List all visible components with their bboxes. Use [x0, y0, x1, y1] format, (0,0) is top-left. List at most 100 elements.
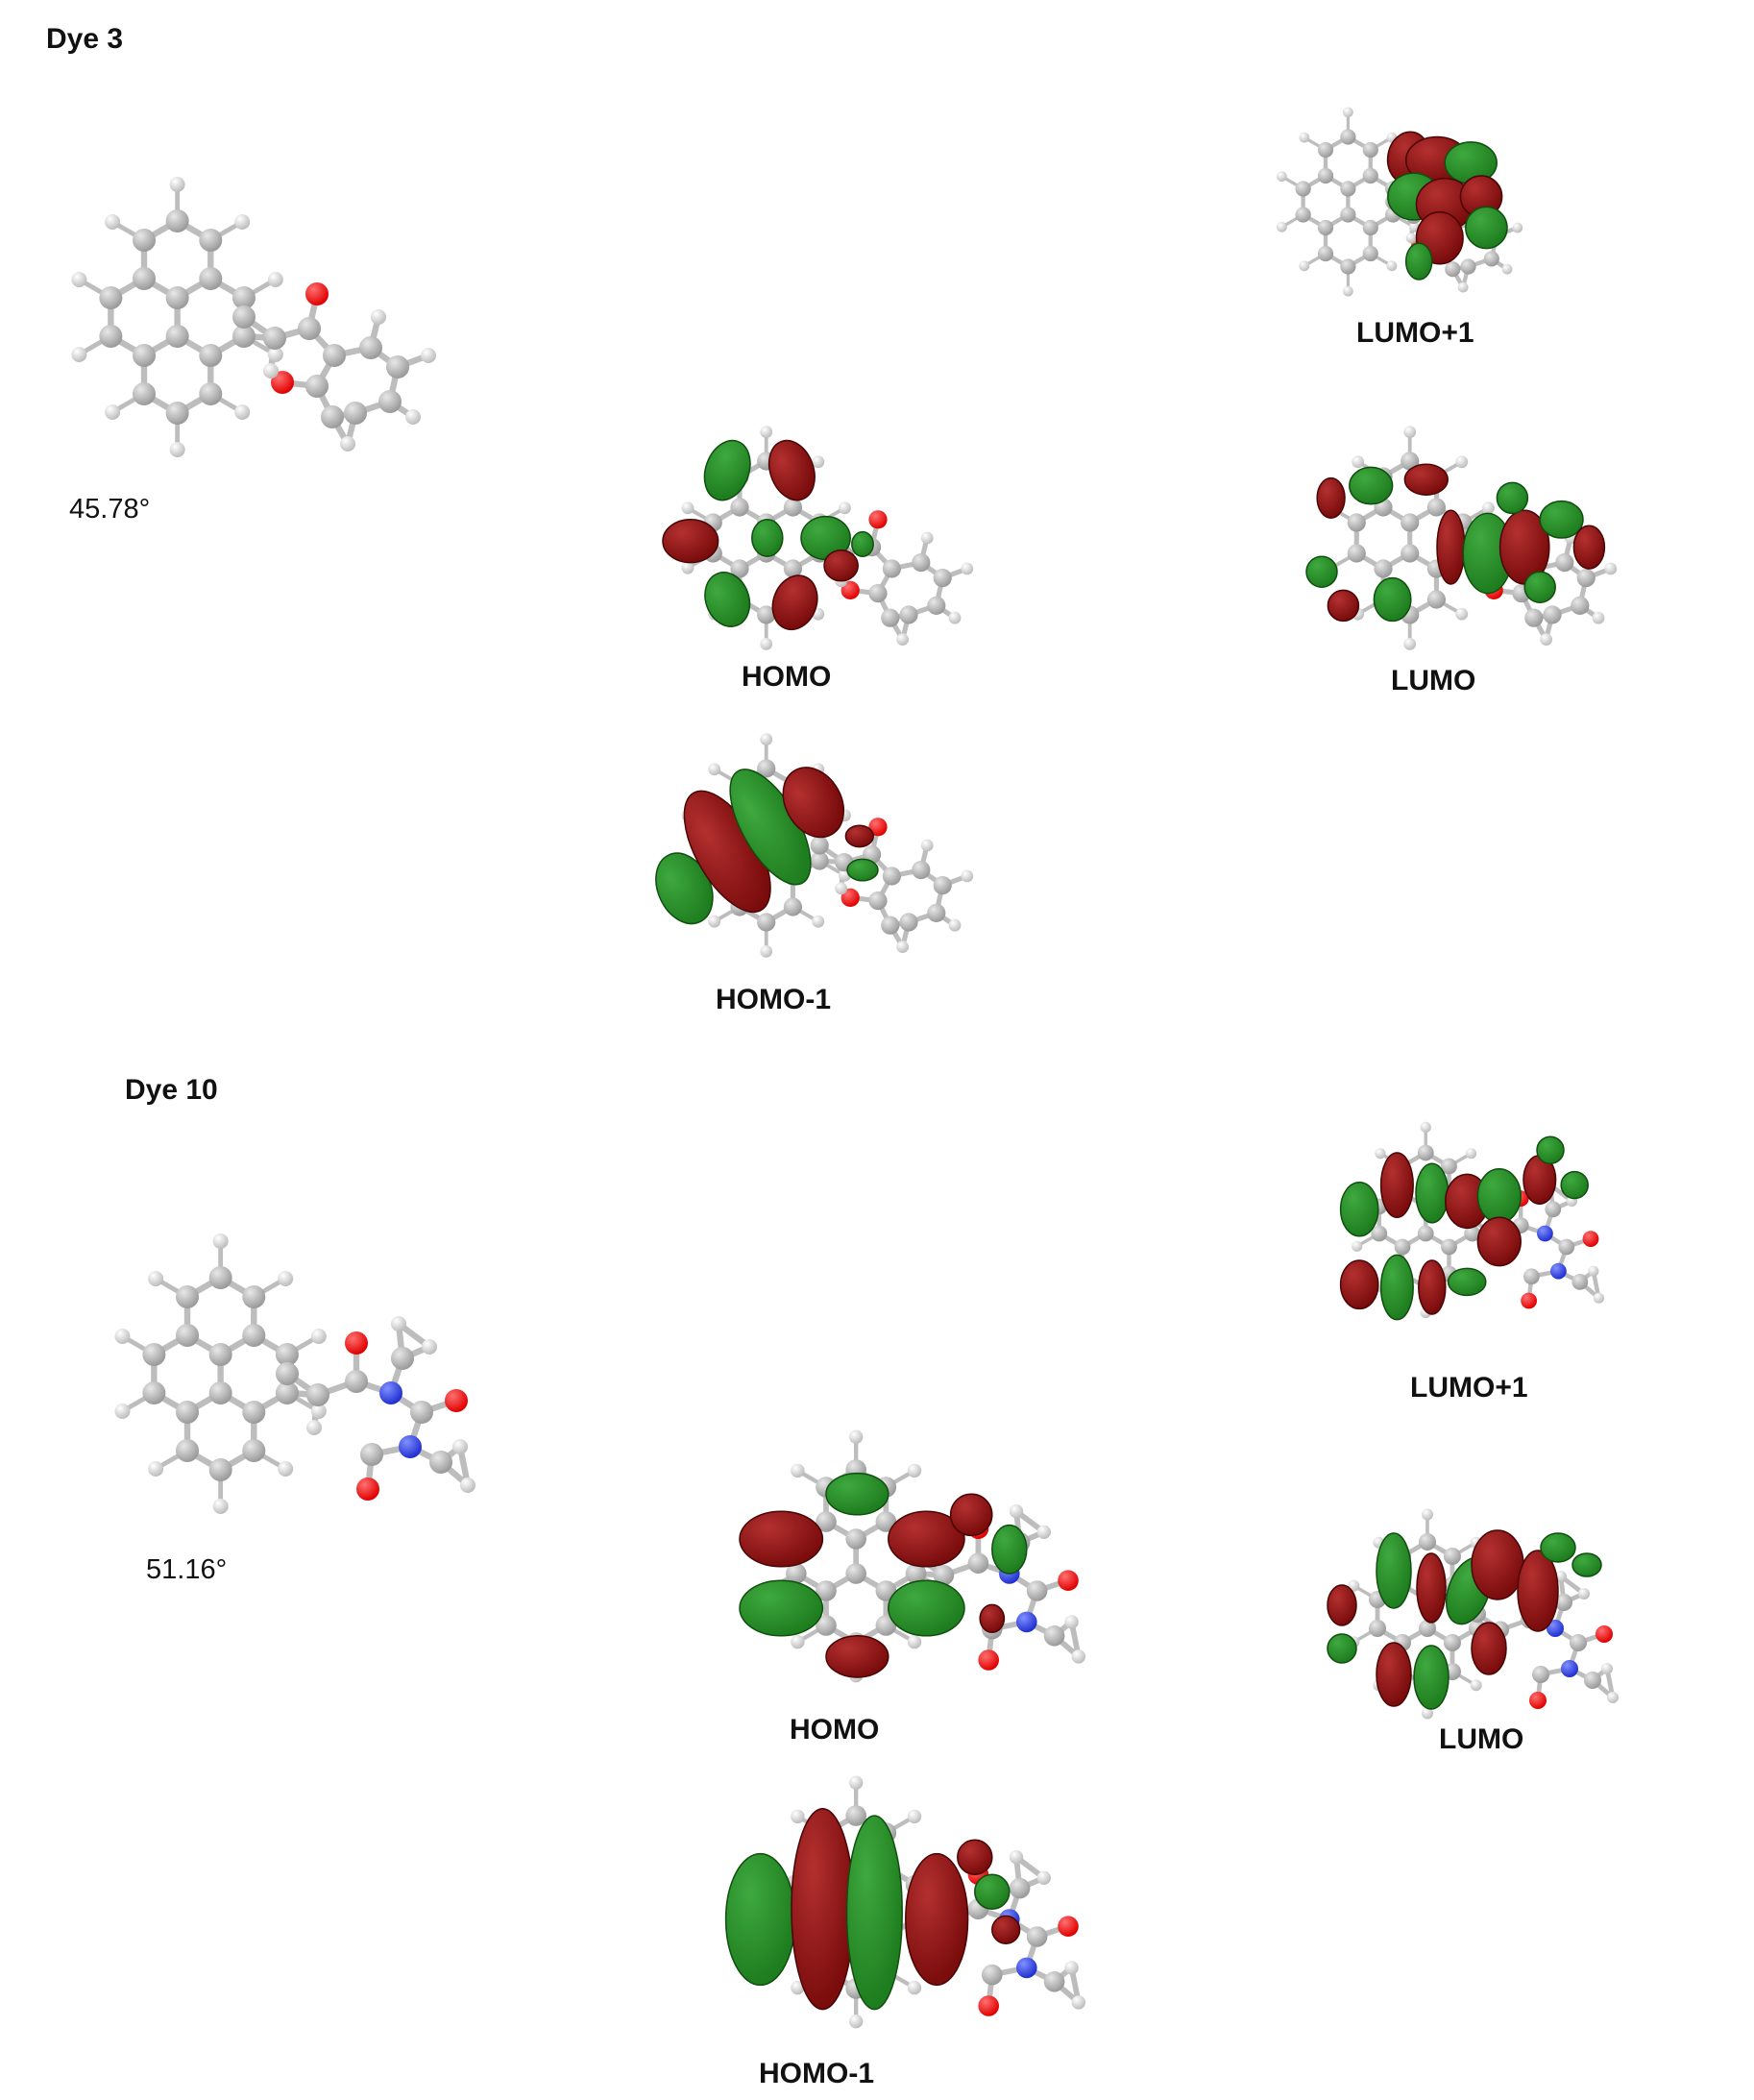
dye10-lumo1-positive-lobe [1560, 1170, 1589, 1200]
dye3-hydrogen-atom [105, 404, 121, 420]
dye10-atom-C [275, 1343, 299, 1366]
dye10-homo1-negative-lobe [791, 1808, 855, 2011]
dye3-lumo1-positive-lobe [1404, 242, 1433, 281]
dye3-lumo1-hydrogen-atom [1277, 171, 1287, 183]
dye10-atom-C [176, 1285, 199, 1308]
dye10-lumo1-atom-C [1417, 1144, 1434, 1161]
dye3-homo1-atom-O [840, 888, 860, 908]
dye3-homo1-atom-C [933, 876, 952, 895]
dye10-dihedral-angle: 51.16° [146, 1554, 228, 1585]
dye3-atom-C [323, 344, 346, 367]
dye3-atom-C [263, 327, 286, 350]
dye3-lumo1-atom-C [1445, 261, 1461, 278]
dye10-lumo1-atom-N [1537, 1225, 1553, 1242]
dye3-atom-C [165, 209, 189, 232]
dye3-homo1-hydrogen-atom [708, 763, 721, 776]
dye10-title: Dye 10 [125, 1074, 218, 1106]
dye3-atom-C [378, 390, 402, 413]
dye3-homo1-atom-H [896, 940, 909, 953]
dye10-atom-H [452, 1439, 468, 1454]
dye10-homo1-atom-H [1071, 1995, 1086, 2010]
dye3-lumo-negative-lobe [1316, 476, 1346, 519]
dye3-lumo1-atom-C [1460, 258, 1476, 275]
dye10-atom-H [422, 1339, 437, 1355]
dye10-hydrogen-atom [310, 1404, 327, 1419]
dye10-lumo-atom-O [1596, 1625, 1613, 1643]
dye3-lumo1-atom-C [1317, 245, 1334, 262]
dye3-hydrogen-atom [105, 214, 121, 230]
dye10-homo-atom-C [875, 1580, 897, 1601]
dye10-atom-C [242, 1439, 266, 1462]
dye3-atom-C [99, 286, 123, 309]
dye3-atom-C [165, 402, 189, 425]
dye10-homo1-positive-lobe [845, 1815, 903, 2011]
dye10-atom-C [208, 1458, 232, 1481]
dye10-homo-positive-lobe [739, 1579, 824, 1637]
dye10-lumo-atom-C [1443, 1634, 1461, 1651]
dye3-homo-negative-lobe [767, 439, 816, 501]
dye3-atom-C [165, 325, 189, 348]
dye3-lumo-negative-lobe [1572, 525, 1606, 570]
dye3-lumo-atom-C [1555, 553, 1574, 573]
dye10-homo-atom-C [875, 1615, 897, 1636]
dye10-lumo1-positive-lobe [1536, 1135, 1565, 1164]
dye10-lumo1-hydrogen-atom [1352, 1240, 1363, 1252]
dye3-homo-positive-lobe [703, 439, 751, 501]
dye3-atom-C [232, 305, 256, 329]
dye10-hydrogen-atom [212, 1233, 229, 1249]
dye3-lumo-hydrogen-atom [1352, 455, 1365, 469]
dye3-atom-C [199, 344, 223, 367]
dye10-lumo1-hydrogen-atom [1420, 1121, 1431, 1133]
dye10-hydrogen-atom [310, 1329, 327, 1344]
dye3-lumo-hydrogen-atom [1455, 607, 1469, 621]
dye10-homo1-negative-lobe [991, 1915, 1021, 1944]
dye10-homo-negative-lobe [825, 1635, 889, 1678]
dye10-hydrogen-atom [114, 1329, 131, 1344]
dye3-lumo-label: LUMO [1391, 665, 1476, 696]
dye3-lumo-hydrogen-atom [1403, 638, 1417, 650]
dye3-homo-atom-C [783, 498, 803, 517]
dye3-homo-positive-lobe [704, 572, 751, 627]
dye10-homo1-atom-H [1036, 1870, 1052, 1886]
dye10-lumo-positive-lobe [1540, 1532, 1576, 1563]
dye10-lumo1-label: LUMO+1 [1410, 1372, 1528, 1404]
dye10-lumo1-atom-C [1394, 1238, 1411, 1256]
dye10-atom-C [391, 1347, 414, 1370]
dye3-lumo-atom-H [1604, 562, 1618, 575]
dye10-atom-C [276, 1362, 299, 1385]
dye10-lumo1-atom-O [1582, 1231, 1599, 1247]
dye10-homo-atom-C [845, 1563, 866, 1584]
dye10-atom-C [242, 1324, 266, 1347]
dye10-lumo-atom-H [1601, 1663, 1613, 1674]
dye10-lumo1-atom-C [1371, 1225, 1388, 1242]
dye10-lumo-atom-C [1532, 1666, 1549, 1683]
dye10-homo-atom-N [1016, 1611, 1037, 1633]
dye10-atom-C [275, 1381, 299, 1404]
dye10-homo-atom-H [1036, 1525, 1052, 1540]
dye10-lumo1-atom-C [1523, 1268, 1540, 1285]
dye3-homo1-label: HOMO-1 [716, 984, 831, 1015]
dye3-lumo-atom-C [1426, 498, 1447, 517]
dye3-lumo1-label: LUMO+1 [1356, 317, 1474, 349]
dye10-hydrogen-atom [148, 1461, 164, 1477]
dye10-homo1-atom-H [1009, 1850, 1024, 1865]
dye10-lumo1-positive-lobe [1447, 1267, 1487, 1297]
dye10-atom-C [429, 1451, 452, 1474]
dye10-atom-H [391, 1316, 406, 1331]
dye3-lumo1-atom-C [1340, 207, 1356, 223]
dye10-lumo1-atom-C [1558, 1238, 1575, 1256]
dye3-lumo-atom-C [1374, 559, 1393, 578]
dye3-lumo1-atom-C [1317, 167, 1334, 184]
dye10-homo-positive-lobe [991, 1524, 1028, 1575]
dye3-homo-atom-O [840, 580, 860, 600]
dye10-lumo-negative-lobe [1517, 1550, 1559, 1632]
dye3-lumo-atom-C [1426, 590, 1447, 609]
dye3-homo1-atom-C [868, 891, 888, 911]
dye3-homo-label: HOMO [742, 661, 832, 693]
dye3-hydrogen-atom [234, 404, 251, 420]
dye3-atom-C [199, 382, 223, 405]
dye3-homo1-atom-C [882, 867, 902, 886]
dye10-homo1-label: HOMO-1 [759, 2058, 874, 2089]
dye10-atom-O [356, 1477, 379, 1501]
dye10-lumo1-negative-lobe [1418, 1259, 1447, 1315]
